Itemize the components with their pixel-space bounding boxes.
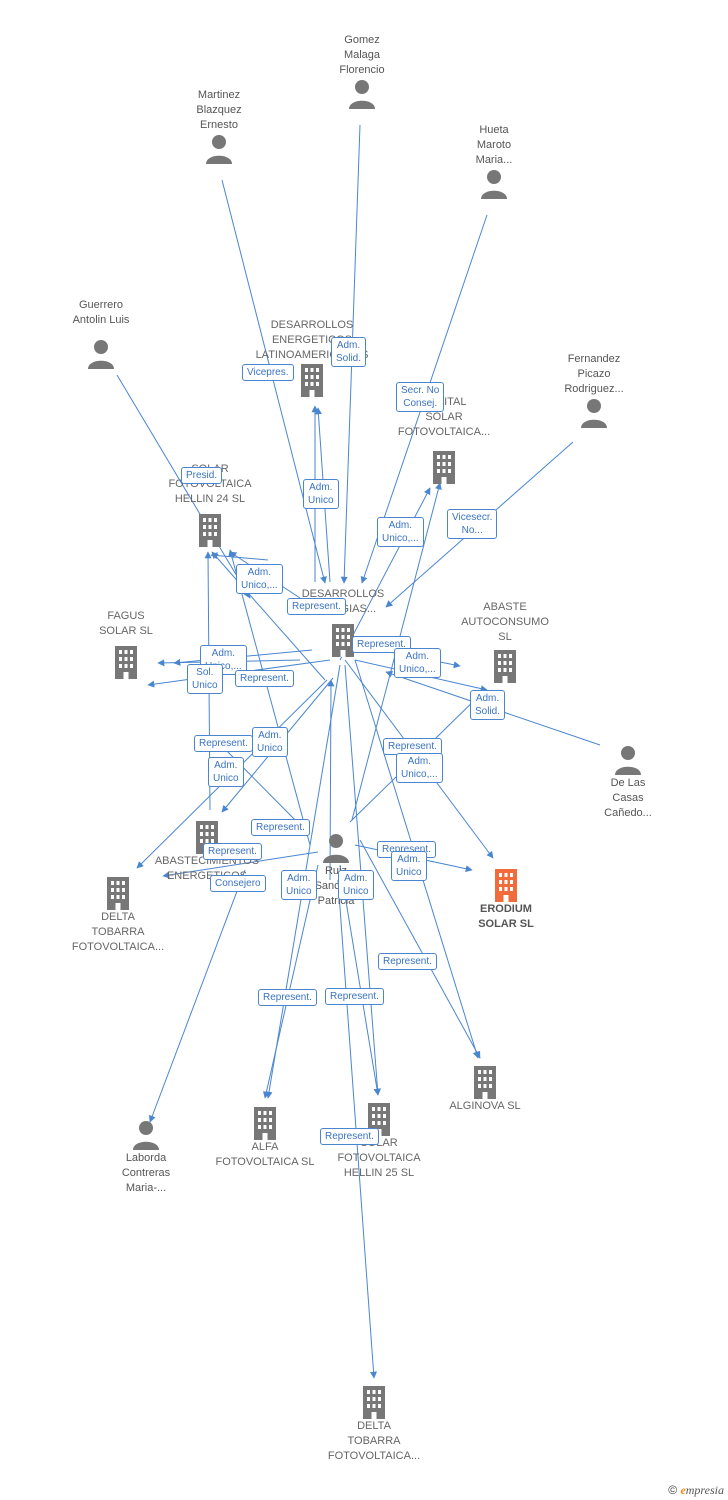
node-de-las-casas[interactable]: De Las Casas Cañedo... (563, 744, 693, 821)
node-abaste[interactable]: ABASTE AUTOCONSUMO SL (440, 600, 570, 683)
edge-line (162, 851, 319, 879)
building-icon (368, 1103, 390, 1136)
person-icon (133, 1121, 159, 1150)
building-icon (254, 1107, 276, 1140)
edge-line (359, 839, 481, 1059)
edge-label[interactable]: Adm. Unico (338, 870, 374, 900)
node-martinez[interactable]: Martinez Blazquez Ernesto (154, 88, 284, 165)
building-icon (332, 624, 354, 657)
edge-label[interactable]: Sol. Unico (187, 664, 223, 694)
edge-label[interactable]: Secr. No Consej. (396, 382, 445, 412)
node-label: Guerrero Antolin Luis (72, 299, 130, 326)
node-label: DELTA TOBARRA FOTOVOLTAICA... (327, 1420, 421, 1462)
edge-label[interactable]: Vicesecr. No... (447, 509, 498, 539)
person-icon (206, 135, 232, 164)
edge-label[interactable]: Adm. Unico (281, 870, 317, 900)
node-label: Gomez Malaga Florencio (339, 34, 385, 76)
node-label: Fernandez Picazo Rodriguez... (564, 353, 624, 395)
edge-label[interactable]: Adm. Unico,... (377, 517, 424, 547)
node-alginova[interactable]: ALGINOVA SL (420, 1065, 550, 1114)
node-desarrollos-energias[interactable]: DESARROLLOS ENERGIAS... (278, 587, 408, 657)
person-icon (349, 80, 375, 109)
edge-line (116, 374, 251, 599)
edge-line (221, 179, 327, 584)
edge-label[interactable]: Adm. Unico,... (394, 648, 441, 678)
node-label: ALGINOVA SL (449, 1100, 521, 1112)
building-icon (199, 514, 221, 547)
person-icon (88, 340, 114, 369)
edge-line (262, 864, 319, 1099)
copyright-symbol: © (668, 1483, 678, 1497)
edge-label[interactable]: Represent. (203, 843, 262, 860)
node-label: Hueta Maroto Maria... (475, 124, 513, 166)
node-label: ABASTE AUTOCONSUMO SL (461, 601, 549, 643)
edge-label[interactable]: Adm. Unico,... (236, 564, 283, 594)
edge-label[interactable]: Represent. (378, 953, 437, 970)
brand-logo: empresia (680, 1483, 724, 1497)
edge-label[interactable]: Represent. (258, 989, 317, 1006)
node-fagus[interactable]: FAGUS SOLAR SL (61, 609, 191, 679)
building-icon (433, 451, 455, 484)
building-icon (107, 877, 129, 910)
building-icon (494, 650, 516, 683)
person-icon (323, 834, 349, 863)
edge-label[interactable]: Adm. Solid. (331, 337, 367, 367)
edge-label[interactable]: Adm. Unico (208, 757, 244, 787)
edge-label[interactable]: Adm. Solid. (470, 690, 506, 720)
node-delta-tobarra-1[interactable]: DELTA TOBARRA FOTOVOLTAICA... (53, 876, 183, 955)
node-hueta[interactable]: Hueta Maroto Maria... (429, 123, 559, 200)
edge-line (339, 864, 381, 1096)
building-icon (301, 364, 323, 397)
edge-label[interactable]: Adm. Unico (252, 727, 288, 757)
edge-label[interactable]: Represent. (325, 988, 384, 1005)
node-guerrero[interactable]: Guerrero Antolin Luis (36, 298, 166, 370)
node-label: ERODIUM SOLAR SL (478, 903, 534, 930)
building-icon (474, 1066, 496, 1099)
node-hellin-24[interactable]: SOLAR FOTOVOLTAICA HELLIN 24 SL (145, 462, 275, 547)
edge-line (228, 549, 311, 846)
building-icon (363, 1386, 385, 1419)
edge-label[interactable]: Adm. Unico,... (396, 753, 443, 783)
edge-line (210, 552, 269, 561)
person-icon (481, 170, 507, 199)
building-icon (495, 869, 517, 902)
edge-label[interactable]: Adm. Unico (303, 479, 339, 509)
building-icon (115, 646, 137, 679)
edge-label[interactable]: Represent. (235, 670, 294, 687)
node-alfa-fotovoltaica[interactable]: ALFA FOTOVOLTAICA SL (200, 1106, 330, 1170)
node-label: Laborda Contreras Maria-... (121, 1152, 171, 1194)
edge-label[interactable]: Represent. (194, 735, 253, 752)
node-delta-tobarra-2[interactable]: DELTA TOBARRA FOTOVOLTAICA... (309, 1385, 439, 1464)
edge-line (339, 487, 431, 661)
edge-label[interactable]: Represent. (287, 598, 346, 615)
edge-label[interactable]: Represent. (320, 1128, 379, 1145)
node-fernandez[interactable]: Fernandez Picazo Rodriguez... (529, 352, 659, 429)
edge-label[interactable]: Presid. (181, 467, 223, 484)
node-label: De Las Casas Cañedo... (604, 777, 652, 819)
node-erodium-solar[interactable]: ERODIUM SOLAR SL (441, 868, 571, 932)
node-laborda[interactable]: Laborda Contreras Maria-... (81, 1119, 211, 1196)
person-icon (615, 746, 641, 775)
edge-line (327, 679, 335, 881)
node-label: ALFA FOTOVOLTAICA SL (215, 1141, 315, 1168)
node-label: Martinez Blazquez Ernesto (196, 89, 242, 131)
edge-label[interactable]: Represent. (251, 819, 310, 836)
edge-label[interactable]: Adm. Unico (391, 851, 427, 881)
edge-label[interactable]: Consejero (210, 875, 266, 892)
empresia-watermark[interactable]: © empresia (668, 1483, 724, 1498)
node-label: FAGUS SOLAR SL (99, 610, 153, 637)
edge-label[interactable]: Vicepres. (242, 364, 294, 381)
edge-line (148, 869, 246, 1123)
edge-line (211, 551, 326, 681)
node-label: DELTA TOBARRA FOTOVOLTAICA... (71, 911, 165, 953)
node-gomez[interactable]: Gomez Malaga Florencio (297, 33, 427, 110)
person-icon (581, 399, 607, 428)
